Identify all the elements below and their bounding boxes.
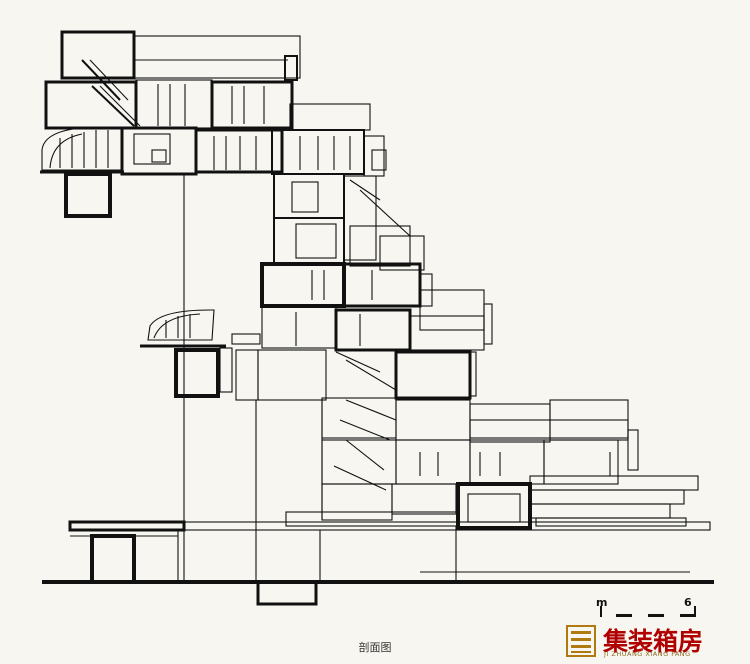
scale-unit-label: m xyxy=(596,596,608,609)
greenhouse-middle xyxy=(140,309,233,398)
top-module-cluster xyxy=(44,30,387,177)
scale-bar xyxy=(600,606,696,617)
drawing-caption: 剖面图 xyxy=(358,641,392,654)
container-house-logo-icon xyxy=(566,625,596,657)
watermark-brand-cn: 集装箱房 xyxy=(603,627,704,656)
greenhouse-upper xyxy=(40,127,124,218)
ground-base xyxy=(42,520,714,606)
watermark-brand-en: JI ZHUANG XIANG FANG xyxy=(604,650,691,658)
watermark-logo: 集装箱房 JI ZHUANG XIANG FANG xyxy=(566,624,746,660)
scale-end-label: 6 xyxy=(684,596,692,609)
central-module-stack xyxy=(183,173,493,582)
lower-terraces xyxy=(255,397,699,582)
